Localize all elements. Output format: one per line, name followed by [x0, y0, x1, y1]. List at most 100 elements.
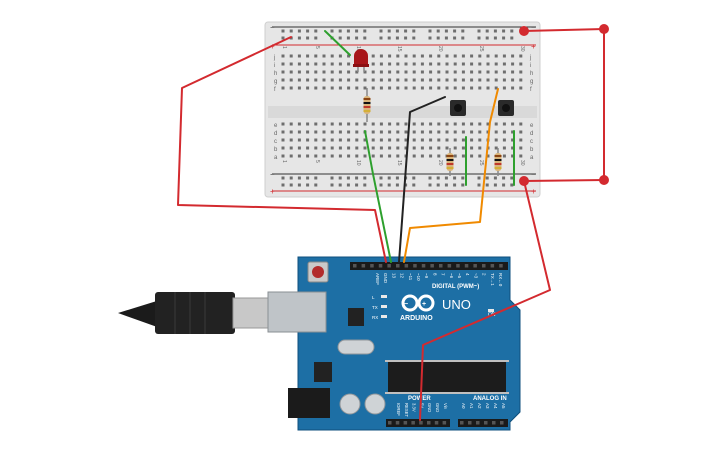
wire-orange-pin11[interactable]: [403, 88, 499, 263]
row-letter: h: [274, 71, 277, 77]
red-led[interactable]: [353, 49, 369, 72]
row-letter: i: [530, 63, 531, 69]
usb-port: [267, 291, 327, 333]
column-number: 10: [355, 160, 361, 166]
row-letter: c: [530, 139, 533, 145]
power-pin-label: RESET: [404, 403, 409, 417]
digital-pin-label: 12: [400, 273, 405, 279]
column-number: 20: [437, 160, 443, 166]
digital-label: DIGITAL (PWM~): [432, 284, 479, 290]
row-letter: b: [530, 147, 534, 153]
column-number: 15: [396, 160, 402, 166]
rail-minus-label-bl: −: [270, 170, 275, 179]
row-letter: g: [274, 79, 277, 85]
digital-pin-label: ~11: [408, 273, 413, 281]
column-number: 30: [519, 46, 525, 52]
resistor-led[interactable]: [363, 88, 371, 122]
analog-pin-label: A4: [493, 403, 498, 409]
digital-pin-label: 2: [482, 273, 487, 276]
analog-label: ANALOG IN: [473, 396, 507, 402]
atmega-chip: [388, 362, 506, 392]
power-header: [386, 419, 450, 427]
row-letter: g: [530, 79, 533, 85]
row-letter: d: [530, 131, 533, 137]
analog-pin-label: A5: [501, 403, 506, 409]
arduino-logo: − +: [401, 294, 435, 312]
power-pin-label: Vin: [443, 403, 448, 410]
digital-pin-label: ~9: [424, 273, 429, 279]
power-pin-label: 5V: [419, 403, 424, 408]
row-letter: c: [274, 139, 277, 145]
digital-pin-label: 13: [391, 273, 396, 279]
digital-pin-label: RX←0: [498, 273, 503, 287]
rail-minus-label-br: −: [531, 170, 536, 179]
row-letter: e: [274, 123, 278, 129]
svg-text:−: −: [404, 301, 408, 308]
row-letter: j: [273, 55, 275, 61]
digital-pin-label: ~5: [457, 273, 462, 279]
row-letter: e: [530, 123, 534, 129]
digital-pin-label: TX→1: [490, 273, 495, 286]
wire-red-5v[interactable]: [177, 36, 387, 263]
column-number: 10: [355, 46, 361, 52]
digital-pin-label: ~10: [416, 273, 421, 281]
brand-label: ARDUINO: [400, 315, 433, 322]
analog-pin-label: A3: [485, 403, 490, 409]
pushbutton-2[interactable]: [498, 100, 514, 116]
column-number: 5: [314, 46, 320, 49]
power-pin-label: GND: [435, 403, 440, 412]
wire-endpoint[interactable]: [599, 175, 609, 185]
wire-green-led-top[interactable]: [324, 30, 351, 56]
status-led-label: L: [372, 295, 375, 300]
analog-pin-label: A1: [469, 403, 474, 409]
digital-pin-label: 7: [441, 273, 446, 276]
wire-endpoint[interactable]: [599, 24, 609, 34]
power-label: POWER: [408, 396, 431, 402]
analog-header: [458, 419, 508, 427]
row-letter: a: [530, 155, 534, 161]
rail-plus-label-br: +: [531, 187, 536, 196]
rail-minus-label-tl: −: [270, 23, 275, 32]
row-letter: f: [274, 87, 276, 93]
rail-plus-label-bl: +: [270, 187, 275, 196]
digital-pin-label: GND: [383, 273, 388, 284]
status-led: [381, 315, 387, 318]
wire-endpoint[interactable]: [519, 176, 529, 186]
status-led-label: RX: [372, 315, 378, 320]
wire-green-pin13[interactable]: [364, 130, 392, 263]
wire-endpoint[interactable]: [519, 26, 529, 36]
row-letter: b: [274, 147, 278, 153]
power-pin-label: IOREF: [396, 403, 401, 416]
column-number: 15: [396, 46, 402, 52]
usb-cable: [118, 292, 270, 334]
status-led-label: TX: [372, 305, 378, 310]
row-letter: j: [529, 55, 531, 61]
digital-pin-label: 4: [465, 273, 470, 276]
analog-pin-label: A2: [477, 403, 482, 409]
digital-header: [350, 262, 508, 270]
rail-minus-label-tr: −: [531, 23, 536, 32]
arduino-uno-board: − + ARDUINO UNO DIGITAL (PWM~) ANALOG IN…: [118, 256, 521, 431]
model-label: UNO: [442, 297, 471, 312]
row-letter: h: [530, 71, 533, 77]
reset-button[interactable]: [312, 266, 324, 278]
row-letter: a: [274, 155, 278, 161]
svg-text:+: +: [422, 301, 426, 308]
wire-black-pin12[interactable]: [398, 96, 446, 263]
status-led: [381, 305, 387, 308]
digital-pin-label: AREF: [375, 273, 380, 285]
column-number: 1: [281, 46, 287, 49]
row-letter: i: [274, 63, 275, 69]
wire-red-gnd[interactable]: [419, 180, 551, 421]
pushbutton-1[interactable]: [450, 100, 466, 116]
column-number: 1: [281, 160, 287, 163]
column-number: 30: [519, 160, 525, 166]
column-number: 20: [437, 46, 443, 52]
resistor-button-1[interactable]: [446, 148, 454, 176]
wire-red-rail-jumper-bottom[interactable]: [523, 179, 605, 182]
resistor-button-2[interactable]: [494, 148, 502, 176]
digital-pin-label: ~6: [449, 273, 454, 279]
